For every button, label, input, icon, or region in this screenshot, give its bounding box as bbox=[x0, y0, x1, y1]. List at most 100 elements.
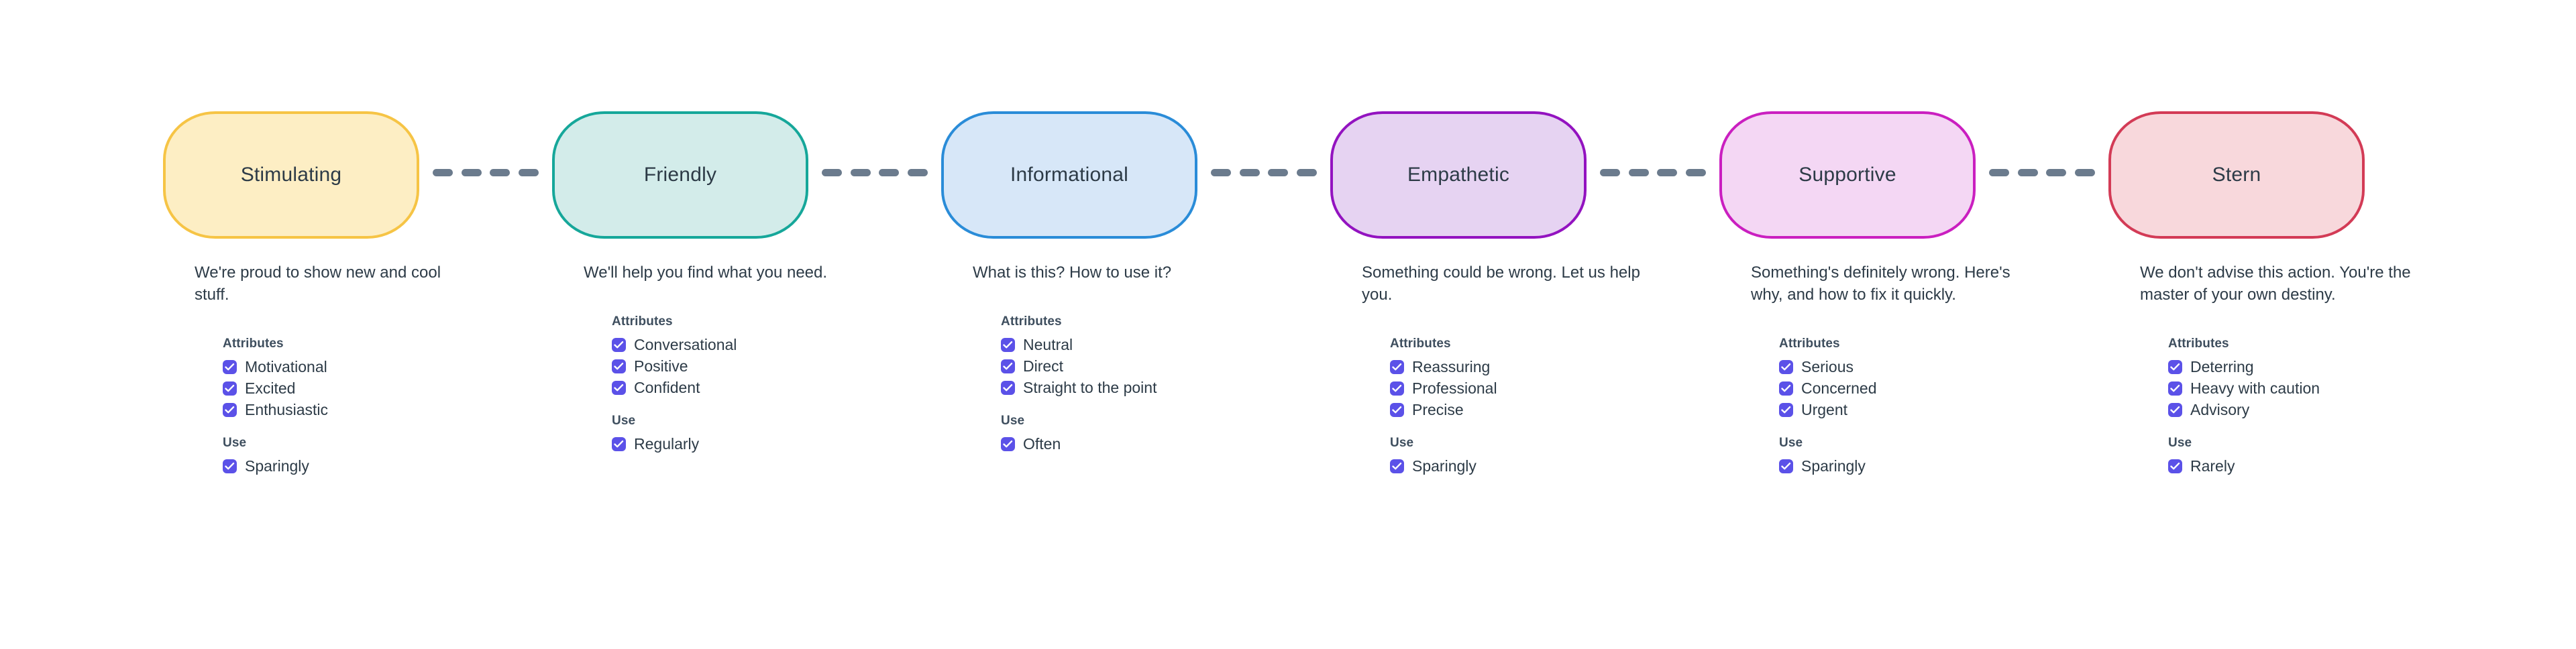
check-icon[interactable] bbox=[1779, 459, 1793, 473]
check-icon[interactable] bbox=[223, 459, 237, 473]
group-spacer bbox=[612, 399, 901, 414]
tone-pill-shape: Supportive bbox=[1719, 111, 1976, 239]
check-icon[interactable] bbox=[1390, 459, 1404, 473]
check-icon[interactable] bbox=[1779, 402, 1793, 417]
attributes-group-heading: Attributes bbox=[612, 314, 673, 329]
checkbox-row[interactable]: Enthusiastic bbox=[223, 400, 512, 420]
tone-pill-label: Supportive bbox=[1799, 164, 1896, 186]
check-icon[interactable] bbox=[2168, 402, 2182, 417]
check-icon[interactable] bbox=[1001, 337, 1015, 352]
check-icon[interactable] bbox=[1001, 380, 1015, 395]
check-icon[interactable] bbox=[2168, 459, 2182, 473]
tone-column-friendly: We'll help you find what you need.Attrib… bbox=[552, 261, 901, 455]
checkbox-row[interactable]: Straight to the point bbox=[1001, 377, 1290, 398]
tone-pill-label: Friendly bbox=[643, 164, 717, 186]
checkbox-row[interactable]: Serious bbox=[1779, 357, 2068, 377]
checkbox-row[interactable]: Urgent bbox=[1779, 400, 2068, 420]
check-icon[interactable] bbox=[1779, 381, 1793, 396]
attributes-group-heading: Attributes bbox=[2168, 337, 2229, 351]
checkbox-row[interactable]: Confident bbox=[612, 377, 901, 398]
check-icon[interactable] bbox=[1390, 359, 1404, 374]
attributes-group-heading: Attributes bbox=[223, 337, 284, 351]
checkbox-label: Advisory bbox=[2190, 400, 2250, 418]
checkbox-label: Concerned bbox=[1801, 379, 1877, 397]
checkbox-row[interactable]: Positive bbox=[612, 356, 901, 376]
checkbox-row[interactable]: Rarely bbox=[2168, 456, 2457, 476]
check-icon[interactable] bbox=[1390, 381, 1404, 396]
checkbox-label: Straight to the point bbox=[1023, 378, 1157, 396]
checkbox-row[interactable]: Motivational bbox=[223, 357, 512, 377]
check-icon[interactable] bbox=[612, 436, 626, 451]
connector-dash bbox=[1657, 169, 1678, 176]
connector-dash bbox=[518, 169, 539, 176]
check-icon[interactable] bbox=[1001, 359, 1015, 373]
use-group-heading: Use bbox=[612, 414, 636, 428]
connector-dashed-line bbox=[1989, 169, 2095, 176]
tone-pill-label: Stern bbox=[2212, 164, 2261, 186]
checkbox-label: Rarely bbox=[2190, 457, 2235, 475]
tone-pill-shape: Friendly bbox=[552, 111, 808, 239]
check-icon[interactable] bbox=[1779, 359, 1793, 374]
checkbox-label: Deterring bbox=[2190, 357, 2254, 375]
check-icon[interactable] bbox=[2168, 359, 2182, 374]
checkbox-label: Heavy with caution bbox=[2190, 379, 2320, 397]
tone-pill-supportive[interactable]: Supportive bbox=[1719, 111, 1976, 239]
check-icon[interactable] bbox=[612, 359, 626, 373]
checkbox-label: Confident bbox=[634, 378, 700, 396]
checkbox-label: Excited bbox=[245, 379, 296, 397]
connector-dash bbox=[1685, 169, 1706, 176]
checkbox-row[interactable]: Heavy with caution bbox=[2168, 378, 2457, 398]
checkbox-row[interactable]: Concerned bbox=[1779, 378, 2068, 398]
check-icon[interactable] bbox=[223, 402, 237, 417]
checkbox-row[interactable]: Professional bbox=[1390, 378, 1679, 398]
tone-column-stern: We don't advise this action. You're the … bbox=[2108, 261, 2457, 477]
tone-pill-empathetic[interactable]: Empathetic bbox=[1330, 111, 1587, 239]
checkbox-row[interactable]: Regularly bbox=[612, 434, 901, 454]
checkbox-row[interactable]: Neutral bbox=[1001, 335, 1290, 355]
checkbox-row[interactable]: Sparingly bbox=[1779, 456, 2068, 476]
checkbox-row[interactable]: Reassuring bbox=[1390, 357, 1679, 377]
checkbox-label: Sparingly bbox=[245, 457, 309, 475]
tone-pill-stern[interactable]: Stern bbox=[2108, 111, 2365, 239]
tone-column-supportive: Something's definitely wrong. Here's why… bbox=[1719, 261, 2068, 477]
connector-dash bbox=[461, 169, 482, 176]
checkbox-label: Urgent bbox=[1801, 400, 1848, 418]
check-icon[interactable] bbox=[1001, 436, 1015, 451]
tone-column-stimulating: We're proud to show new and cool stuff.A… bbox=[163, 261, 512, 477]
tone-pill-friendly[interactable]: Friendly bbox=[552, 111, 808, 239]
checkbox-row[interactable]: Conversational bbox=[612, 335, 901, 355]
tone-pill-label: Stimulating bbox=[240, 164, 342, 186]
checkbox-row[interactable]: Excited bbox=[223, 378, 512, 398]
checkbox-row[interactable]: Direct bbox=[1001, 356, 1290, 376]
check-icon[interactable] bbox=[223, 359, 237, 374]
checkbox-row[interactable]: Advisory bbox=[2168, 400, 2457, 420]
check-icon[interactable] bbox=[612, 380, 626, 395]
checkbox-label: Precise bbox=[1412, 400, 1464, 418]
checkbox-row[interactable]: Often bbox=[1001, 434, 1290, 454]
check-icon[interactable] bbox=[223, 381, 237, 396]
check-icon[interactable] bbox=[612, 337, 626, 352]
tone-description: Something could be wrong. Let us help yo… bbox=[1362, 263, 1640, 304]
checkbox-row[interactable]: Deterring bbox=[2168, 357, 2457, 377]
connector-dashed-line bbox=[822, 169, 928, 176]
use-group-heading: Use bbox=[1779, 436, 1803, 450]
checkbox-row[interactable]: Sparingly bbox=[1390, 456, 1679, 476]
connector-dash bbox=[907, 169, 928, 176]
connector-dash bbox=[1239, 169, 1260, 176]
tone-pill-informational[interactable]: Informational bbox=[941, 111, 1197, 239]
check-icon[interactable] bbox=[1390, 402, 1404, 417]
checkbox-row[interactable]: Sparingly bbox=[223, 456, 512, 476]
use-group-heading: Use bbox=[2168, 436, 2192, 450]
tone-pill-stimulating[interactable]: Stimulating bbox=[163, 111, 419, 239]
checkbox-row[interactable]: Precise bbox=[1390, 400, 1679, 420]
tone-description: What is this? How to use it? bbox=[973, 263, 1172, 282]
check-icon[interactable] bbox=[2168, 381, 2182, 396]
